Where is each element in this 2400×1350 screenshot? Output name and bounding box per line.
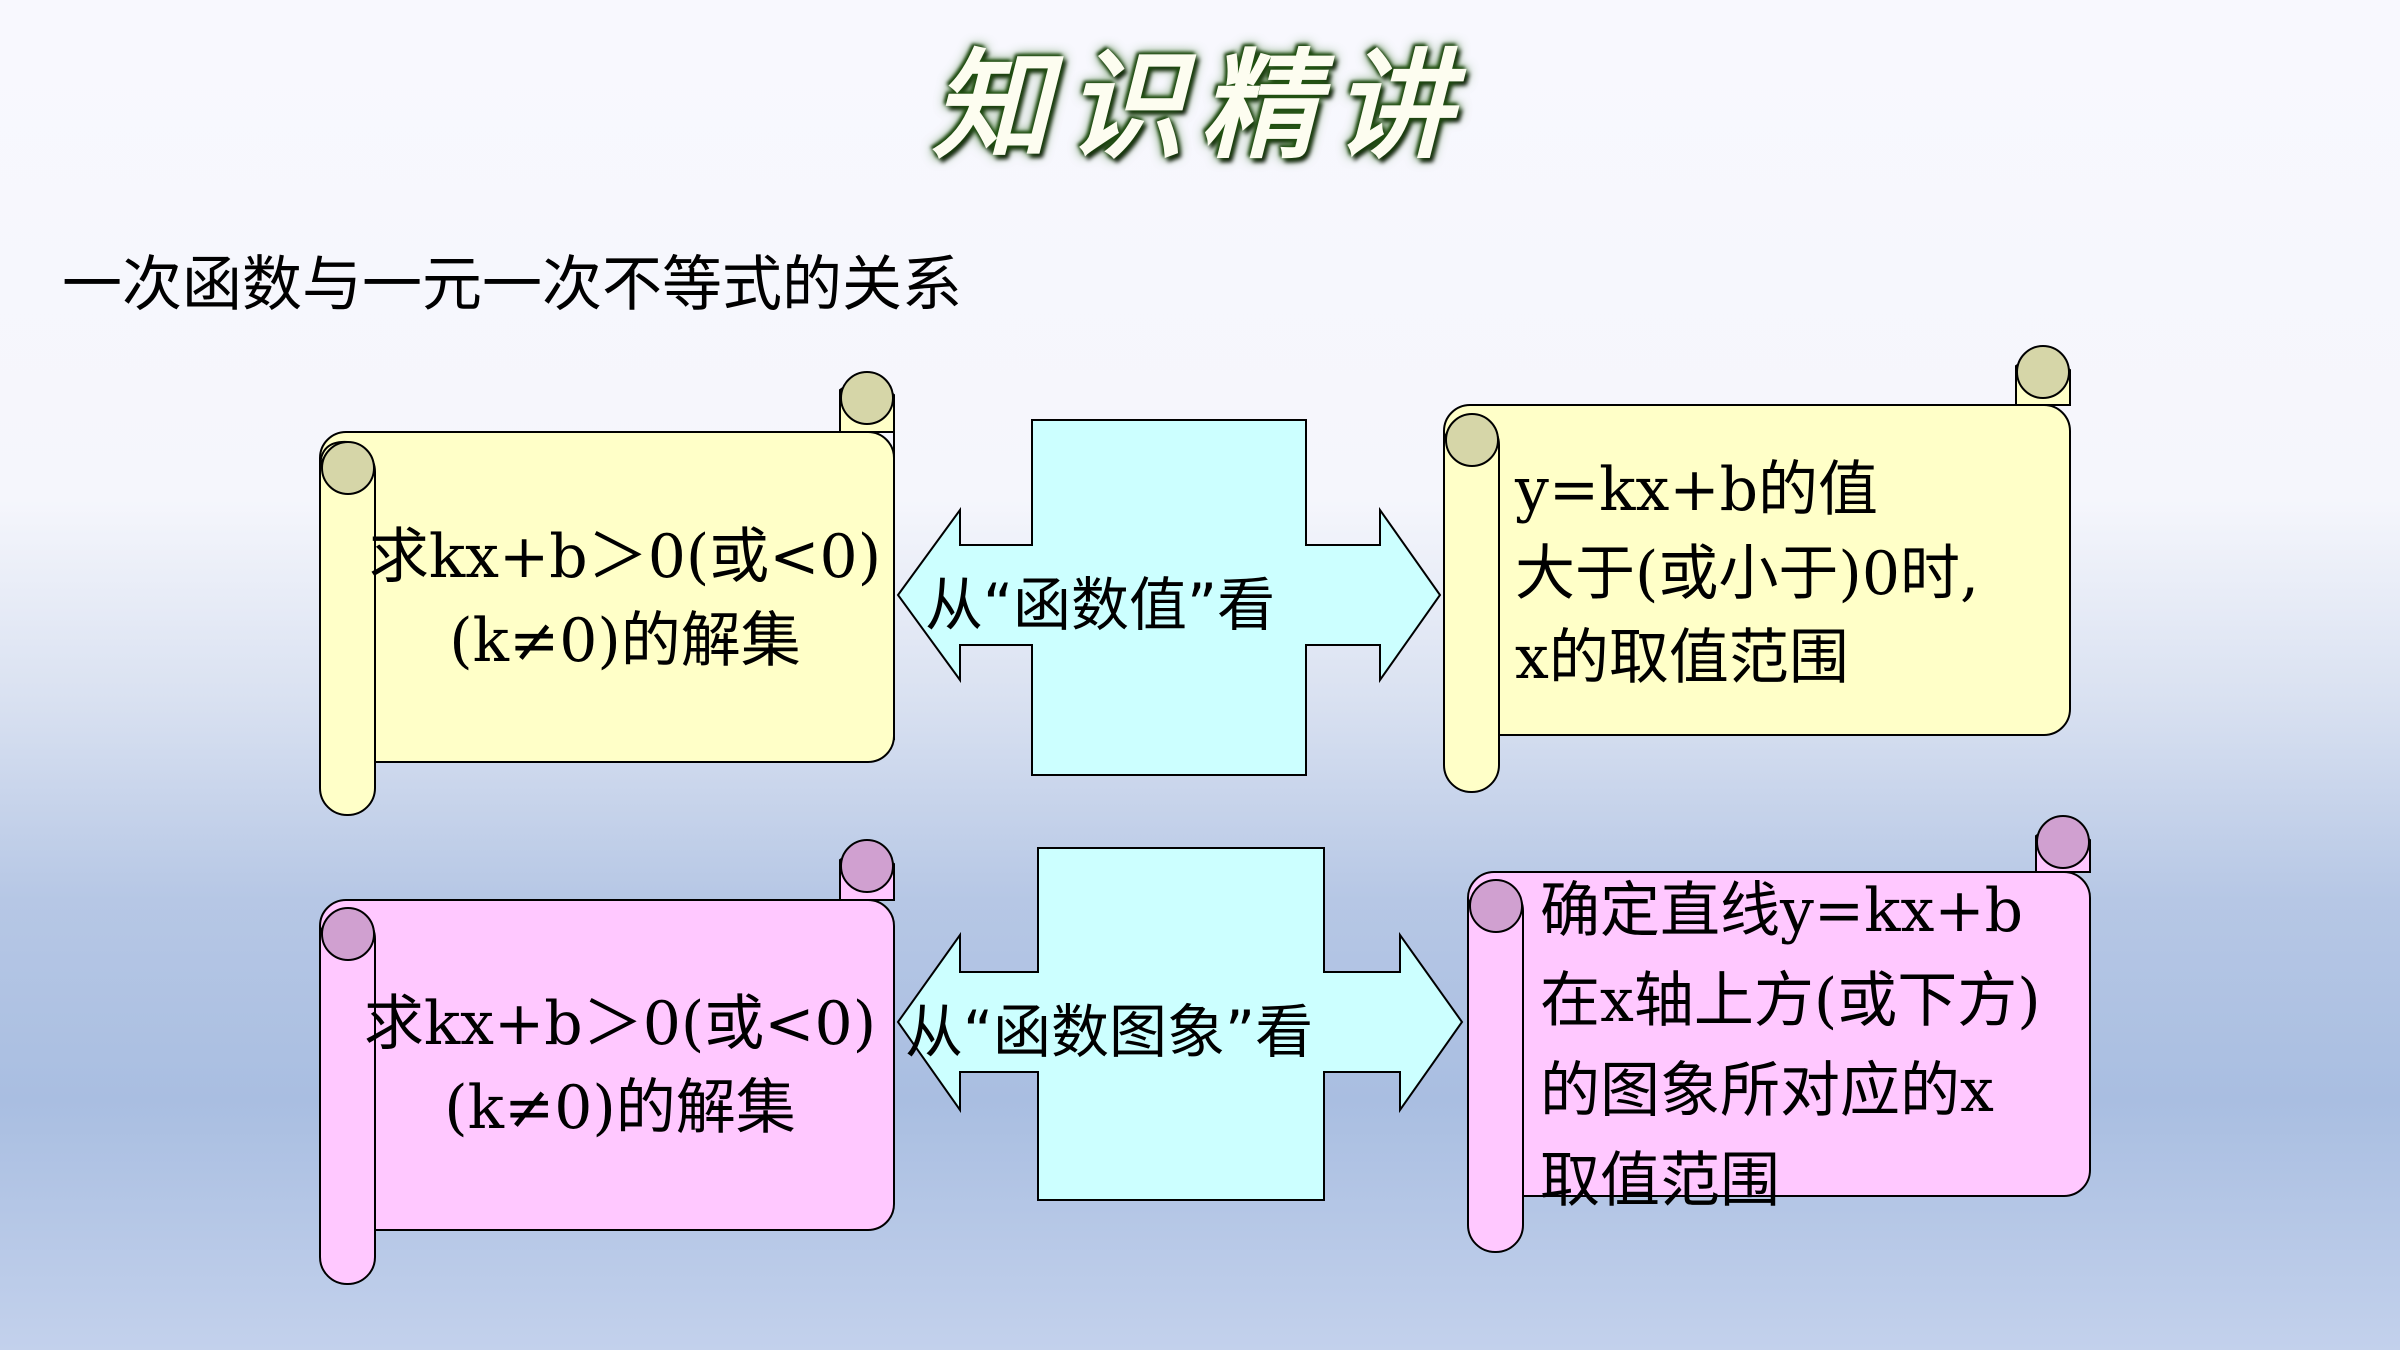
scroll-row2-left <box>319 839 895 1285</box>
row1-left-line1: 求kx+b＞0(或<0) <box>368 522 882 592</box>
arrow-row1 <box>896 419 1442 776</box>
scroll-row2-right <box>1467 815 2091 1253</box>
row2-right-line4: 取值范围 <box>1540 1146 1780 1216</box>
scroll-row1-right <box>1443 345 2071 793</box>
row2-right-line2: 在x轴上方(或下方) <box>1540 966 2041 1036</box>
row1-left-text: 求kx+b＞0(或<0) (k≠0)的解集 <box>365 515 885 683</box>
row2-arrow-label: 从“函数图象”看 <box>905 998 1314 1066</box>
scroll-row1-left <box>319 371 895 816</box>
row1-arrow-label: 从“函数值”看 <box>925 571 1276 639</box>
section-heading: 一次函数与一元一次不等式的关系 <box>62 250 962 320</box>
row1-right-line2: 大于(或小于)0时, <box>1515 539 1980 609</box>
row1-left-line2: (k≠0)的解集 <box>449 606 801 676</box>
row2-right-line3: 的图象所对应的x <box>1540 1056 1994 1126</box>
row2-left-line2: (k≠0)的解集 <box>444 1073 796 1143</box>
row2-left-line1: 求kx+b＞0(或<0) <box>363 989 877 1059</box>
row2-right-line1: 确定直线y=kx+b <box>1540 876 2024 946</box>
row2-right-text: 确定直线y=kx+b 在x轴上方(或下方) 的图象所对应的x 取值范围 <box>1540 866 2041 1226</box>
page-title: 知识精讲 <box>931 36 1468 175</box>
row1-right-line1: y=kx+b的值 <box>1515 455 1879 525</box>
row1-right-line3: x的取值范围 <box>1515 623 1849 693</box>
row1-right-text: y=kx+b的值 大于(或小于)0时, x的取值范围 <box>1515 448 1979 700</box>
arrow-row2 <box>896 847 1464 1201</box>
row2-left-text: 求kx+b＞0(或<0) (k≠0)的解集 <box>360 982 880 1150</box>
